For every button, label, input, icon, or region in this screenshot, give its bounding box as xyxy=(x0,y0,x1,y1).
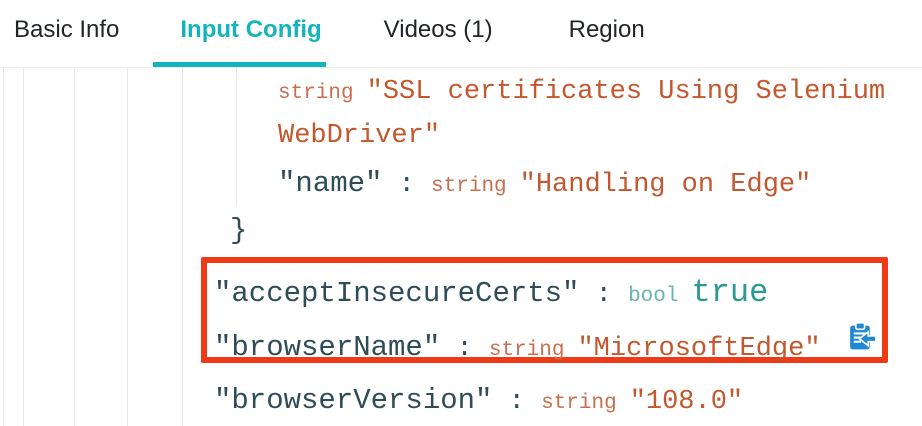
json-viewer-panel: string"SSL certificates Using Selenium W… xyxy=(0,68,922,426)
tab-input-config[interactable]: Input Config xyxy=(153,0,326,67)
json-row-accept-insecure-certs: "acceptInsecureCerts" : bool true xyxy=(214,273,768,317)
type-label-string: string xyxy=(488,339,565,362)
json-row-browser-name: "browserName" : string "MicrosoftEdge" xyxy=(214,322,877,371)
type-label-bool: bool xyxy=(628,285,679,308)
clipboard-copy-icon[interactable] xyxy=(846,321,877,352)
indent-guide xyxy=(127,68,128,426)
colon: : xyxy=(382,170,432,200)
json-key: "name" xyxy=(278,167,383,200)
string-value: "Handling on Edge" xyxy=(519,170,812,200)
json-row-browser-version: "browserVersion" : string "108.0" xyxy=(214,381,743,424)
json-row-name: "name" : string "Handling on Edge" xyxy=(278,164,811,207)
close-brace: } xyxy=(230,214,248,247)
indent-guide xyxy=(23,68,24,426)
tab-label: Region xyxy=(568,15,645,43)
indent-guide xyxy=(236,68,237,206)
colon: : xyxy=(579,280,629,310)
type-label-string: string xyxy=(278,82,354,105)
tab-bar: Basic Info Input Config Videos (1) Regio… xyxy=(0,0,922,68)
json-key: "acceptInsecureCerts" xyxy=(214,277,580,310)
tab-videos[interactable]: Videos (1) xyxy=(384,0,493,67)
json-row-close-brace: } xyxy=(230,211,247,254)
indent-guide xyxy=(74,68,75,426)
colon: : xyxy=(492,387,542,417)
tab-label: Videos (1) xyxy=(383,15,493,43)
type-label-string: string xyxy=(541,392,617,415)
indent-guide xyxy=(182,68,183,426)
tab-region[interactable]: Region xyxy=(569,0,645,67)
tab-label: Basic Info xyxy=(14,15,120,43)
json-key: "browserName" xyxy=(214,331,441,364)
tab-basic-info[interactable]: Basic Info xyxy=(14,0,119,67)
string-value: "SSL certificates Using Selenium WebDriv… xyxy=(278,77,886,151)
json-row-ssl-string: string"SSL certificates Using Selenium W… xyxy=(278,71,922,159)
string-value: "MicrosoftEdge" xyxy=(577,334,821,364)
active-tab-underline xyxy=(153,62,326,67)
type-label-string: string xyxy=(431,175,507,198)
indent-guide xyxy=(3,68,4,426)
json-key: "browserVersion" xyxy=(214,384,493,417)
string-value: "108.0" xyxy=(629,387,744,417)
colon: : xyxy=(440,334,489,364)
bool-value: true xyxy=(691,274,769,311)
tab-label: Input Config xyxy=(180,15,322,43)
